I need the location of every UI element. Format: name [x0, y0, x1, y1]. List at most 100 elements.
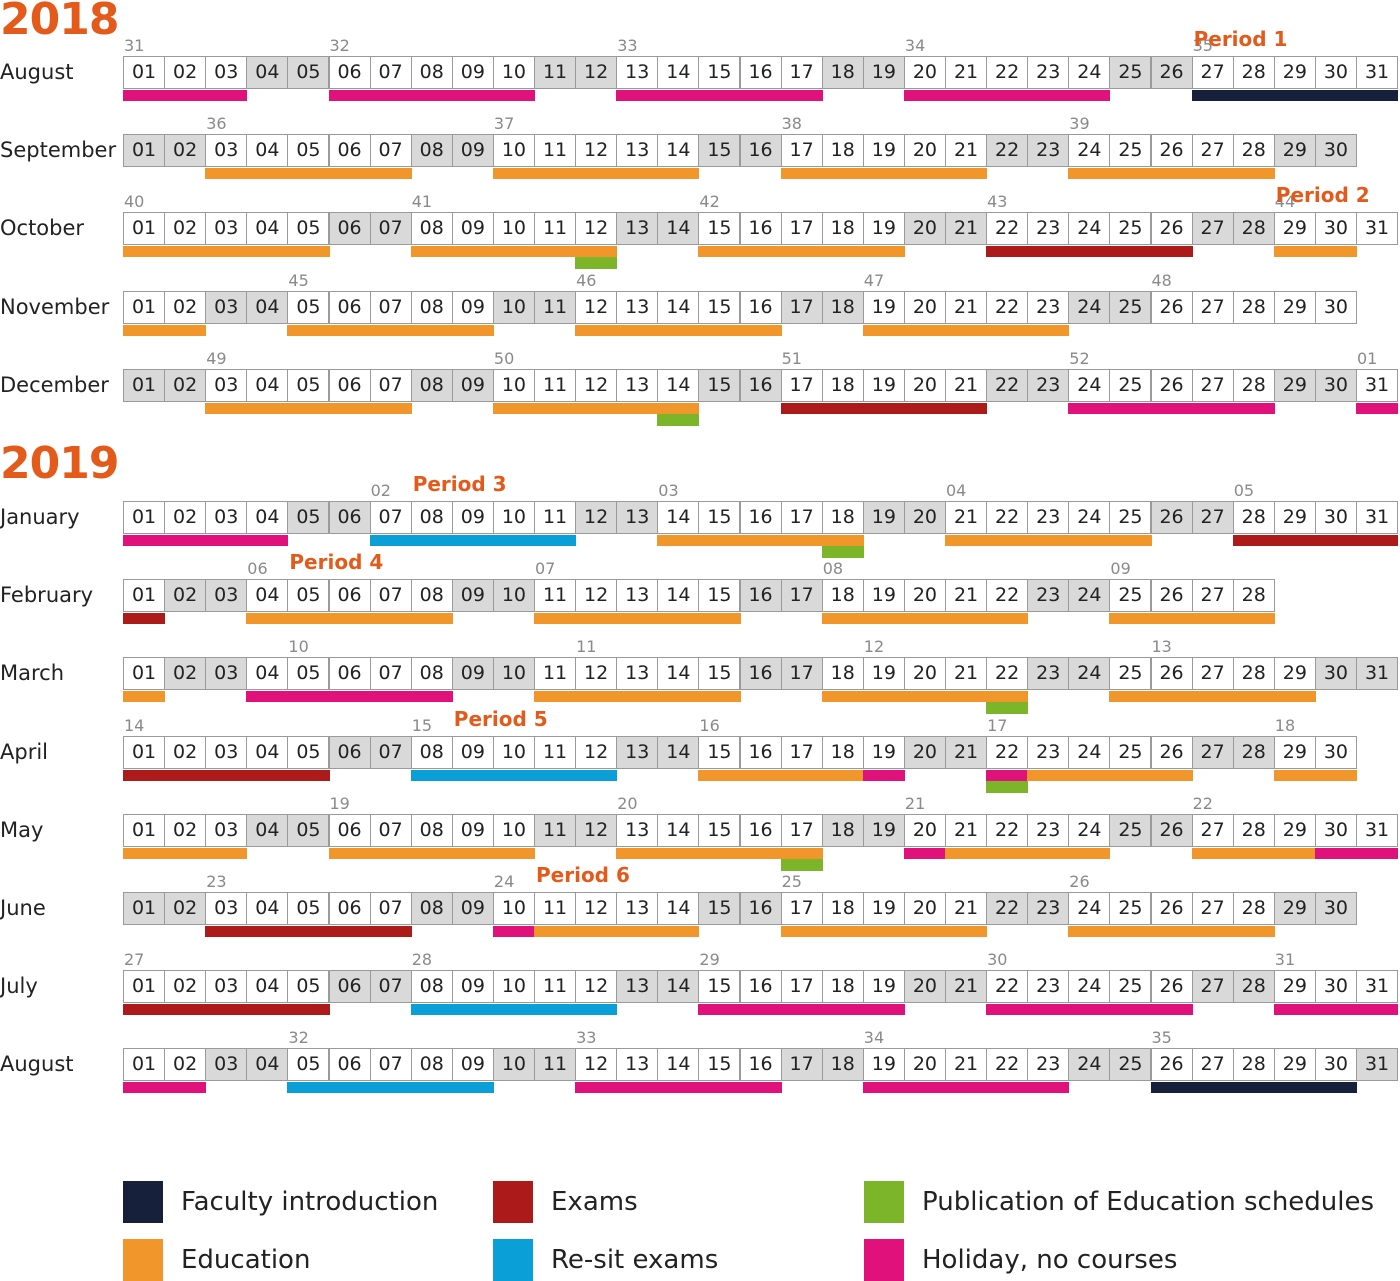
day-cell[interactable]: 10 — [492, 735, 535, 769]
day-cell[interactable]: 14 — [657, 735, 700, 769]
day-cell[interactable]: 11 — [534, 1048, 577, 1082]
day-cell[interactable]: 29 — [1273, 212, 1316, 246]
day-cell[interactable]: 31 — [1356, 813, 1399, 847]
day-cell[interactable]: 04 — [246, 657, 289, 691]
day-cell[interactable]: 27 — [1191, 970, 1234, 1004]
day-cell[interactable]: 26 — [1150, 212, 1193, 246]
day-cell[interactable]: 20 — [903, 368, 946, 402]
day-cell[interactable]: 15 — [698, 579, 741, 613]
day-cell[interactable]: 15 — [698, 657, 741, 691]
day-cell[interactable]: 20 — [903, 134, 946, 168]
day-cell[interactable]: 24 — [1068, 290, 1111, 324]
day-cell[interactable]: 15 — [698, 735, 741, 769]
day-cell[interactable]: 30 — [1314, 134, 1357, 168]
day-cell[interactable]: 17 — [780, 368, 823, 402]
day-cell[interactable]: 05 — [287, 134, 330, 168]
day-cell[interactable]: 16 — [739, 290, 782, 324]
day-cell[interactable]: 17 — [780, 212, 823, 246]
day-cell[interactable]: 14 — [657, 970, 700, 1004]
day-cell[interactable]: 31 — [1356, 501, 1399, 534]
day-cell[interactable]: 26 — [1150, 56, 1193, 89]
day-cell[interactable]: 30 — [1314, 56, 1357, 89]
day-cell[interactable]: 24 — [1068, 212, 1111, 246]
day-cell[interactable]: 01 — [123, 1048, 166, 1082]
day-cell[interactable]: 15 — [698, 56, 741, 89]
day-cell[interactable]: 18 — [821, 134, 864, 168]
day-cell[interactable]: 01 — [123, 290, 166, 324]
day-cell[interactable]: 22 — [986, 735, 1029, 769]
day-cell[interactable]: 30 — [1314, 735, 1357, 769]
day-cell[interactable]: 09 — [451, 735, 494, 769]
day-cell[interactable]: 10 — [492, 813, 535, 847]
day-cell[interactable]: 08 — [410, 579, 453, 613]
day-cell[interactable]: 24 — [1068, 134, 1111, 168]
day-cell[interactable]: 15 — [698, 212, 741, 246]
day-cell[interactable]: 16 — [739, 657, 782, 691]
day-cell[interactable]: 27 — [1191, 1048, 1234, 1082]
day-cell[interactable]: 23 — [1027, 1048, 1070, 1082]
day-cell[interactable]: 26 — [1150, 290, 1193, 324]
day-cell[interactable]: 08 — [410, 735, 453, 769]
day-cell[interactable]: 31 — [1356, 657, 1399, 691]
day-cell[interactable]: 23 — [1027, 970, 1070, 1004]
day-cell[interactable]: 28 — [1232, 813, 1275, 847]
day-cell[interactable]: 05 — [287, 56, 330, 89]
day-cell[interactable]: 29 — [1273, 892, 1316, 925]
day-cell[interactable]: 28 — [1232, 1048, 1275, 1082]
day-cell[interactable]: 07 — [369, 501, 412, 534]
day-cell[interactable]: 02 — [164, 134, 207, 168]
day-cell[interactable]: 11 — [534, 579, 577, 613]
day-cell[interactable]: 05 — [287, 970, 330, 1004]
day-cell[interactable]: 20 — [903, 1048, 946, 1082]
day-cell[interactable]: 17 — [780, 657, 823, 691]
day-cell[interactable]: 18 — [821, 970, 864, 1004]
day-cell[interactable]: 12 — [575, 657, 618, 691]
day-cell[interactable]: 13 — [616, 1048, 659, 1082]
day-cell[interactable]: 21 — [945, 134, 988, 168]
day-cell[interactable]: 03 — [205, 501, 248, 534]
day-cell[interactable]: 25 — [1109, 212, 1152, 246]
day-cell[interactable]: 24 — [1068, 735, 1111, 769]
day-cell[interactable]: 25 — [1109, 290, 1152, 324]
day-cell[interactable]: 16 — [739, 501, 782, 534]
day-cell[interactable]: 26 — [1150, 813, 1193, 847]
day-cell[interactable]: 02 — [164, 501, 207, 534]
day-cell[interactable]: 24 — [1068, 970, 1111, 1004]
day-cell[interactable]: 12 — [575, 1048, 618, 1082]
day-cell[interactable]: 28 — [1232, 501, 1275, 534]
day-cell[interactable]: 06 — [328, 212, 371, 246]
day-cell[interactable]: 09 — [451, 212, 494, 246]
day-cell[interactable]: 17 — [780, 56, 823, 89]
day-cell[interactable]: 24 — [1068, 501, 1111, 534]
day-cell[interactable]: 30 — [1314, 1048, 1357, 1082]
day-cell[interactable]: 02 — [164, 1048, 207, 1082]
day-cell[interactable]: 14 — [657, 134, 700, 168]
day-cell[interactable]: 07 — [369, 212, 412, 246]
day-cell[interactable]: 01 — [123, 501, 166, 534]
day-cell[interactable]: 01 — [123, 970, 166, 1004]
day-cell[interactable]: 29 — [1273, 290, 1316, 324]
day-cell[interactable]: 05 — [287, 735, 330, 769]
day-cell[interactable]: 24 — [1068, 813, 1111, 847]
day-cell[interactable]: 10 — [492, 1048, 535, 1082]
day-cell[interactable]: 26 — [1150, 657, 1193, 691]
day-cell[interactable]: 03 — [205, 735, 248, 769]
day-cell[interactable]: 07 — [369, 368, 412, 402]
day-cell[interactable]: 02 — [164, 212, 207, 246]
day-cell[interactable]: 06 — [328, 1048, 371, 1082]
day-cell[interactable]: 23 — [1027, 134, 1070, 168]
day-cell[interactable]: 14 — [657, 212, 700, 246]
day-cell[interactable]: 15 — [698, 501, 741, 534]
day-cell[interactable]: 13 — [616, 813, 659, 847]
day-cell[interactable]: 18 — [821, 579, 864, 613]
day-cell[interactable]: 04 — [246, 970, 289, 1004]
day-cell[interactable]: 22 — [986, 368, 1029, 402]
day-cell[interactable]: 05 — [287, 892, 330, 925]
day-cell[interactable]: 10 — [492, 212, 535, 246]
day-cell[interactable]: 07 — [369, 735, 412, 769]
day-cell[interactable]: 28 — [1232, 657, 1275, 691]
day-cell[interactable]: 10 — [492, 368, 535, 402]
day-cell[interactable]: 06 — [328, 579, 371, 613]
day-cell[interactable]: 25 — [1109, 892, 1152, 925]
day-cell[interactable]: 03 — [205, 657, 248, 691]
